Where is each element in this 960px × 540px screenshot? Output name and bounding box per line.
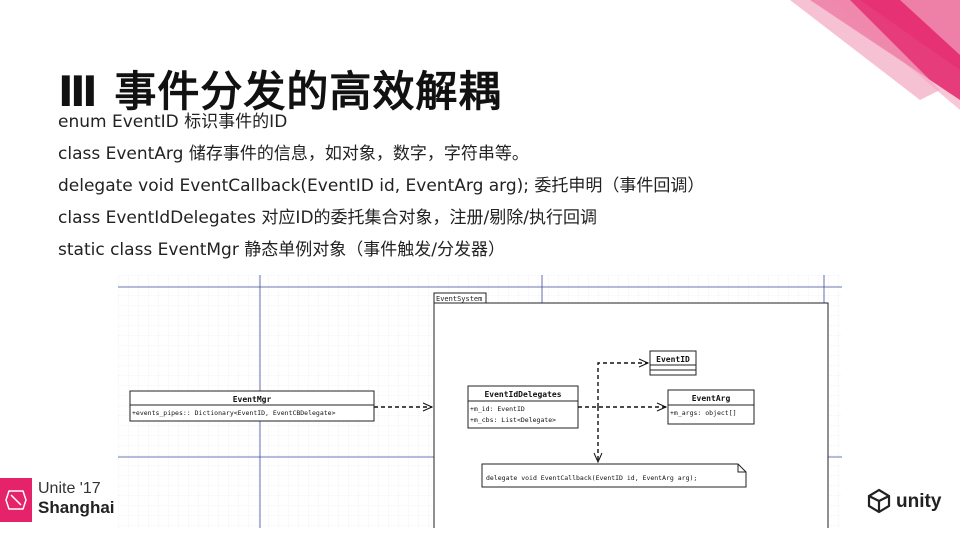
- bullet-eventcallback: delegate void EventCallback(EventID id, …: [58, 176, 705, 196]
- arrow-eventiddelegates-to-eventid: [597, 358, 650, 407]
- class-eventarg-name: EventArg: [692, 394, 731, 403]
- package-label: EventSystem: [436, 295, 482, 303]
- class-eventmgr[interactable]: EventMgr +events_pipes:: Dictionary<Even…: [129, 390, 375, 422]
- class-eventarg-attr-0: +m_args: object[]: [670, 409, 737, 417]
- class-eventiddelegates-attr-0: +m_id: EventID: [470, 405, 525, 413]
- note-text: delegate void EventCallback(EventID id, …: [486, 474, 697, 482]
- class-eventmgr-name: EventMgr: [233, 395, 272, 404]
- bullet-list: enum EventID 标识事件的ID class EventArg 储存事件…: [58, 112, 704, 272]
- event-city: Shanghai: [38, 498, 115, 517]
- class-eventmgr-attr-0: +events_pipes:: Dictionary<EventID, Even…: [132, 409, 336, 417]
- arrow-eventiddelegates-to-note: [593, 407, 603, 464]
- arrow-eventiddelegates-to-eventarg: [578, 402, 668, 412]
- bullet-eventmgr: static class EventMgr 静态单例对象（事件触发/分发器）: [58, 240, 505, 260]
- class-eventarg[interactable]: EventArg +m_args: object[]: [667, 389, 755, 425]
- uml-diagram: EventSystem EventMgr +events_pipes:: Dic…: [118, 275, 842, 528]
- class-eventiddelegates-attr-1: +m_cbs: List<Delegate>: [470, 416, 556, 424]
- arrow-eventmgr-to-eventiddelegates: [374, 402, 434, 412]
- corner-decoration: [790, 0, 960, 110]
- note-eventcallback[interactable]: delegate void EventCallback(EventID id, …: [481, 463, 747, 488]
- bullet-eventiddelegates: class EventIdDelegates 对应ID的委托集合对象，注册/剔除…: [58, 208, 597, 228]
- class-eventid-name: EventID: [656, 355, 690, 364]
- class-eventid[interactable]: EventID: [649, 350, 697, 376]
- bullet-eventarg: class EventArg 储存事件的信息，如对象，数字，字符串等。: [58, 144, 529, 164]
- slide-title: Ⅲ 事件分发的高效解耦: [58, 67, 502, 116]
- unite-logo-icon: [0, 478, 32, 522]
- class-eventiddelegates-name: EventIdDelegates: [484, 390, 561, 399]
- bullet-eventid: enum EventID 标识事件的ID: [58, 112, 288, 132]
- event-name: Unite '17: [38, 480, 101, 497]
- class-eventiddelegates[interactable]: EventIdDelegates +m_id: EventID +m_cbs: …: [467, 385, 579, 429]
- unity-cube-icon: [867, 488, 891, 514]
- unity-wordmark: unity: [896, 491, 942, 512]
